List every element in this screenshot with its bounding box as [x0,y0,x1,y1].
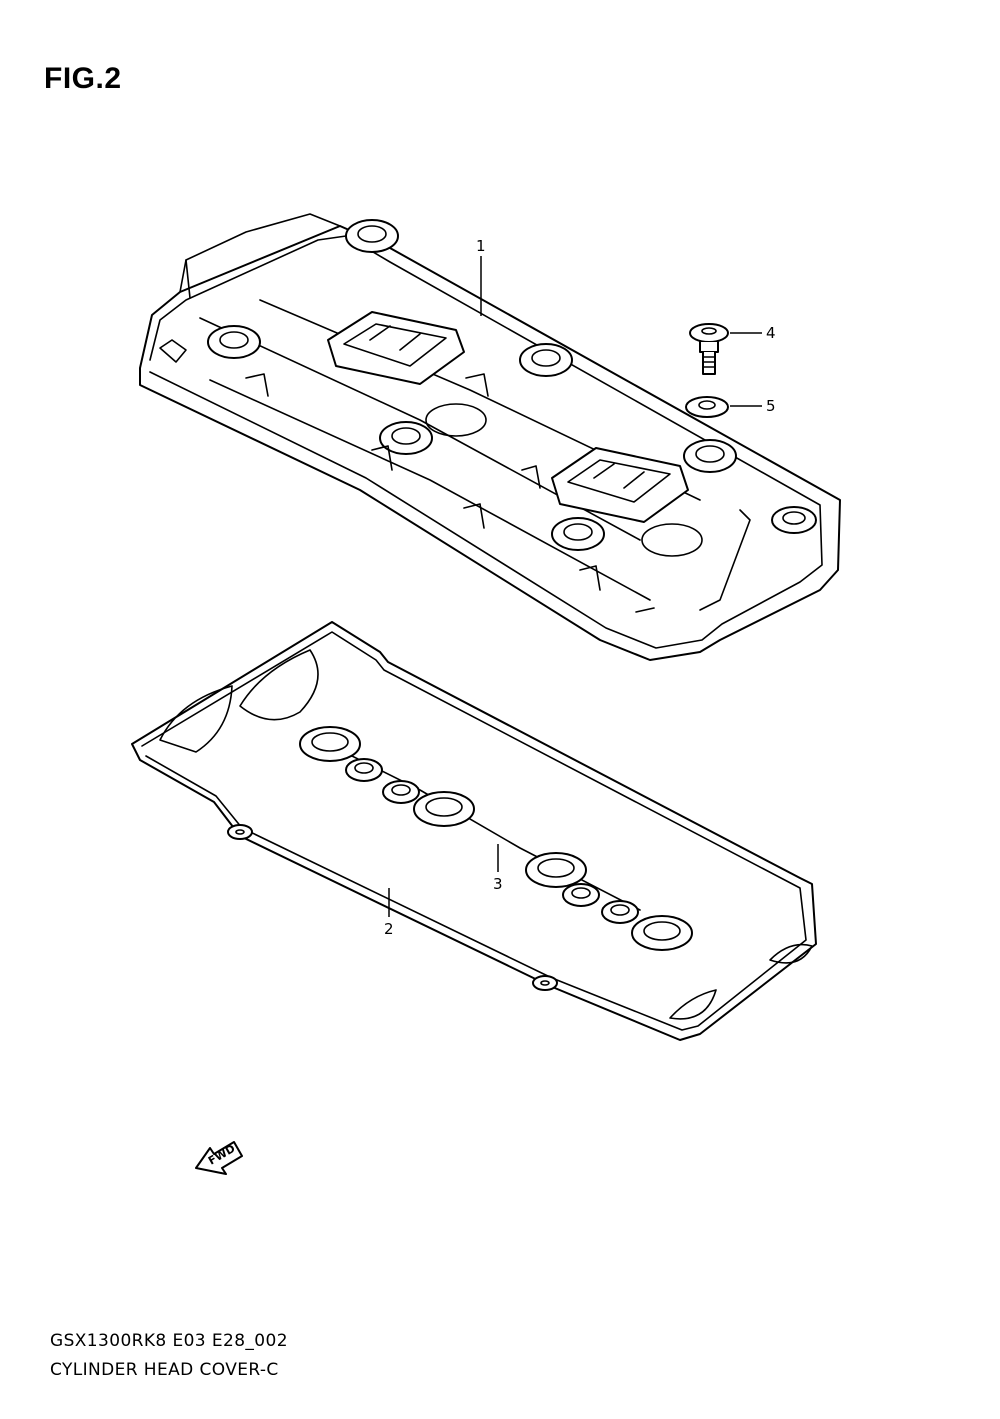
callout-label-2: 2 [384,920,394,938]
cover-bolt-boss [771,506,817,534]
cover-bolt-boss [551,517,605,551]
callout-label-5: 5 [766,397,776,415]
callout-label-4: 4 [766,324,776,342]
fwd-direction-arrow: FWD [195,1141,243,1175]
cylinder-head-cover[interactable] [139,213,841,661]
model-code: GSX1300RK8 E03 E28_002 [50,1331,288,1351]
cover-bolt-boss [683,439,737,473]
diagram-name: CYLINDER HEAD COVER-C [50,1360,279,1380]
plug-hole-gasket[interactable] [299,726,693,951]
cover-bolt-boss [207,325,261,359]
breather-port-rear [551,447,689,523]
cover-bolt[interactable] [689,323,729,375]
figure-title: FIG.2 [44,62,122,95]
cover-bolt-boss [345,219,399,253]
cover-bolt-boss [379,421,433,455]
callout-label-3: 3 [493,875,503,893]
callout-label-1: 1 [476,237,486,255]
breather-port-front [327,311,465,385]
bolt-washer[interactable] [685,396,729,418]
cover-gasket[interactable] [131,621,817,1041]
cover-bolt-boss [519,343,573,377]
